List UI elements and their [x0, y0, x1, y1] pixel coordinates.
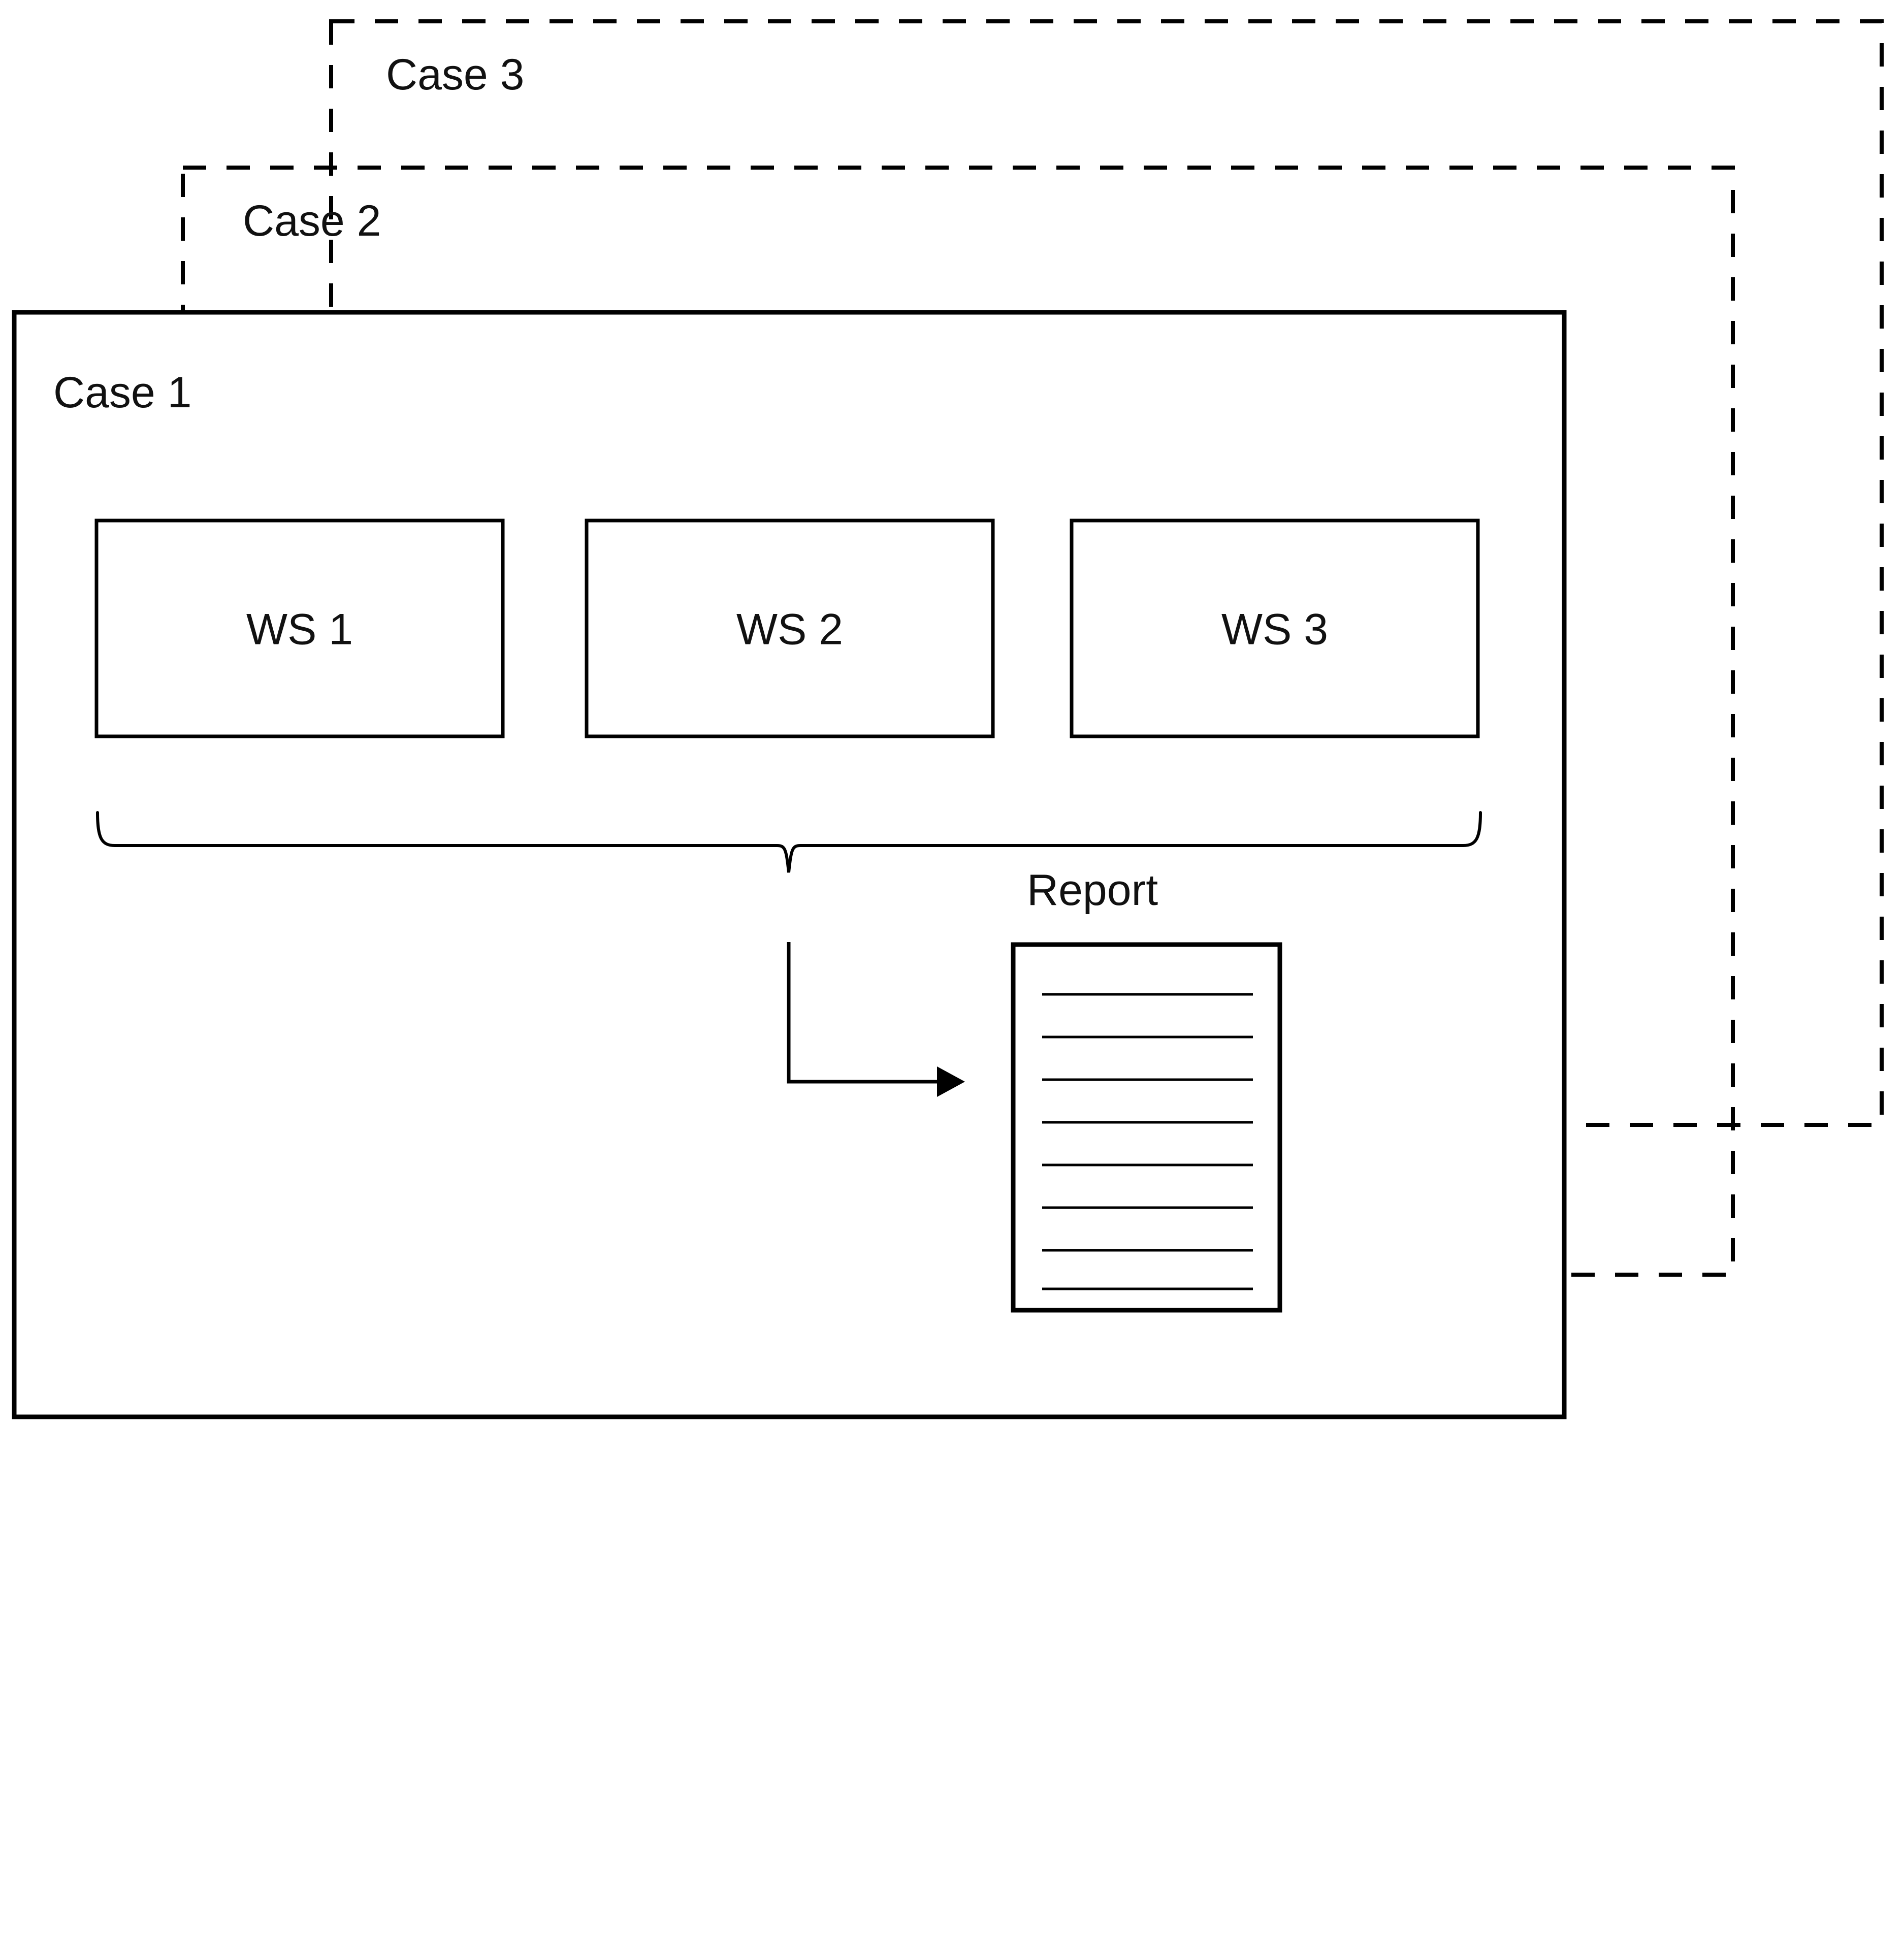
report-connector-line: [787, 942, 942, 1084]
report-document-box[interactable]: [1011, 942, 1282, 1313]
case1-scope-label: Case 1: [53, 368, 192, 417]
workstream-box-ws1[interactable]: [94, 518, 505, 738]
report-document-text-lines: [1042, 993, 1253, 1290]
case3-scope-label: Case 3: [386, 50, 525, 99]
report-connector-arrowhead: [937, 1066, 965, 1097]
diagram-vector-layer: [12, 19, 1884, 1419]
workstream-box-ws2[interactable]: [585, 518, 995, 738]
workstream-label-ws2: WS 2: [736, 605, 844, 654]
report-label: Report: [1027, 866, 1158, 915]
case1-scope-boundary[interactable]: [12, 310, 1567, 1419]
workstream-box-ws3[interactable]: [1070, 518, 1480, 738]
workstream-label-ws3: WS 3: [1221, 605, 1329, 654]
workstream-label-ws1: WS 1: [246, 605, 353, 654]
workstream-group-brace: [96, 811, 1482, 873]
case2-scope-label: Case 2: [243, 197, 381, 245]
